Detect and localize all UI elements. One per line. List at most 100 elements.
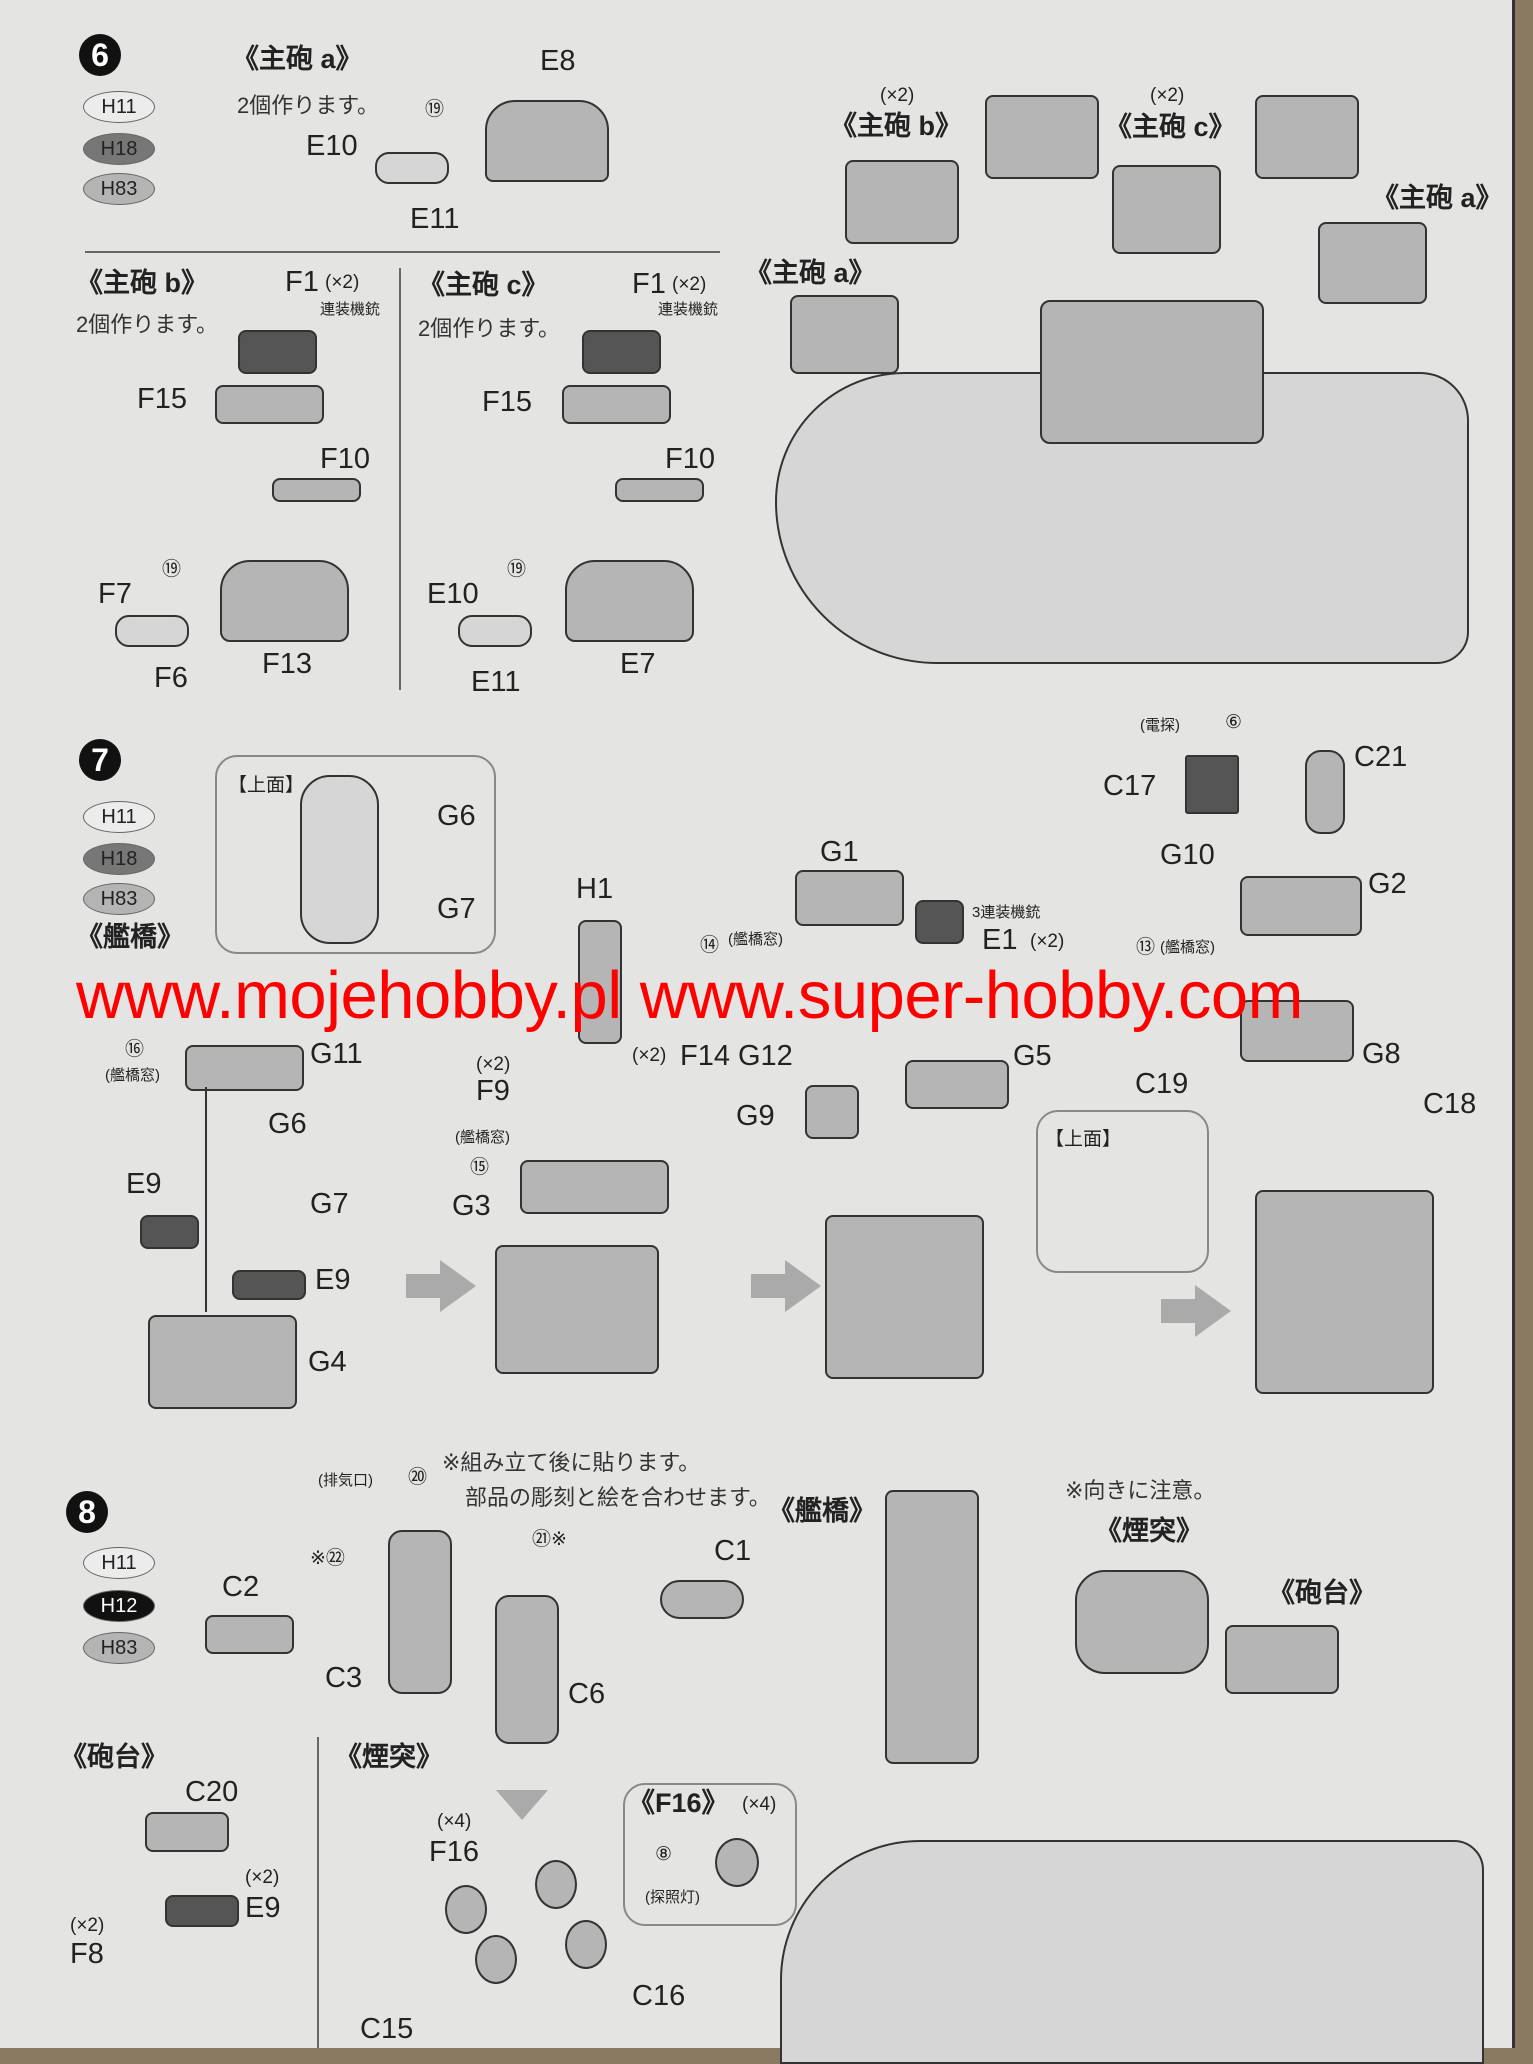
part-illustration bbox=[140, 1215, 199, 1249]
caution-note: ※向きに注意。 bbox=[1065, 1478, 1216, 1503]
superstructure-illustration bbox=[1040, 300, 1264, 444]
searchlight-desc: (探照灯) bbox=[645, 1889, 700, 1906]
part-label-e9: E9 bbox=[315, 1264, 351, 1296]
mount-label: 《砲台》 bbox=[1268, 1578, 1376, 1608]
battleship-hull-illustration bbox=[780, 1840, 1484, 2064]
part-desc: 連装機銃 bbox=[658, 301, 719, 318]
part-label-f1: F1 bbox=[285, 266, 319, 298]
part-label-f10: F10 bbox=[665, 443, 715, 475]
part-illustration bbox=[578, 920, 622, 1044]
searchlight-title: 《F16》 bbox=[628, 1788, 729, 1818]
part-illustration bbox=[205, 1615, 294, 1654]
turret-part-illustration bbox=[565, 560, 694, 642]
part-label-g7: G7 bbox=[437, 893, 476, 925]
gun-b-title: 《主砲 b》 bbox=[76, 268, 208, 298]
part-illustration bbox=[805, 1085, 859, 1139]
ship-label-gun-b: 《主砲 b》 bbox=[830, 111, 962, 141]
part-label-c19: C19 bbox=[1135, 1068, 1189, 1100]
part-illustration bbox=[562, 385, 671, 424]
part-label-g3: G3 bbox=[452, 1190, 491, 1222]
bridge-base-illustration bbox=[148, 1315, 297, 1409]
decal-number: ※㉒ bbox=[310, 1548, 345, 1569]
part-label-f14: F14 bbox=[680, 1040, 730, 1072]
gun-c-title: 《主砲 c》 bbox=[418, 270, 549, 300]
part-label-f16: F16 bbox=[429, 1836, 479, 1868]
bridge-window-label: (艦橋窓) bbox=[728, 931, 783, 948]
funnel-illustration bbox=[1075, 1570, 1209, 1674]
assembly-note: ※組み立て後に貼ります。 bbox=[442, 1450, 701, 1475]
searchlight-illustration bbox=[445, 1885, 487, 1934]
part-illustration bbox=[1240, 876, 1362, 936]
watermark-text: www.mojehobby.pl www.super-hobby.com bbox=[76, 958, 1304, 1033]
part-label-e9: E9 bbox=[245, 1892, 281, 1924]
radar-illustration bbox=[1185, 755, 1239, 814]
bridge-window-label: (艦橋窓) bbox=[455, 1129, 510, 1146]
gun-a-note: 2個作ります。 bbox=[237, 93, 380, 118]
decal-number: ⑮ bbox=[470, 1157, 490, 1178]
quantity: (×2) bbox=[632, 1045, 667, 1066]
turret-part-illustration bbox=[485, 100, 609, 182]
part-label-e1: E1 bbox=[982, 924, 1018, 956]
part-illustration bbox=[795, 870, 904, 926]
bridge-tower-illustration bbox=[885, 1490, 979, 1764]
ship-label-gun-a: 《主砲 a》 bbox=[745, 258, 876, 288]
bridge-assembly-illustration bbox=[495, 1245, 659, 1374]
quantity: (×2) bbox=[672, 274, 707, 295]
machine-gun-illustration bbox=[582, 330, 661, 374]
machine-gun-illustration bbox=[238, 330, 317, 374]
decal-number: ⑭ bbox=[700, 935, 720, 956]
next-arrow-icon bbox=[1161, 1285, 1231, 1337]
part-label-c17: C17 bbox=[1103, 770, 1157, 802]
bridge-window-label: (艦橋窓) bbox=[105, 1067, 160, 1084]
quantity: (×2) bbox=[70, 1915, 105, 1936]
part-label-e11: E11 bbox=[471, 666, 521, 698]
part-desc: 3連装機銃 bbox=[972, 904, 1041, 921]
part-label-f13: F13 bbox=[262, 648, 312, 680]
part-label-c16: C16 bbox=[632, 1980, 686, 2012]
searchlight-illustration bbox=[475, 1935, 517, 1984]
bridge-title: 《艦橋》 bbox=[76, 922, 184, 952]
searchlight-illustration bbox=[715, 1838, 759, 1887]
part-label-c21: C21 bbox=[1354, 741, 1408, 773]
part-label-c1: C1 bbox=[714, 1535, 752, 1567]
quantity: (×2) bbox=[325, 272, 360, 293]
turret-illustration bbox=[985, 95, 1099, 179]
turret-illustration bbox=[1255, 95, 1359, 179]
divider bbox=[399, 268, 401, 690]
part-label-e10: E10 bbox=[306, 130, 358, 162]
searchlight-inset bbox=[623, 1783, 797, 1926]
paint-chip: H83 bbox=[83, 883, 155, 915]
part-label-g6: G6 bbox=[437, 800, 476, 832]
part-label-e9: E9 bbox=[126, 1168, 162, 1200]
funnel-title: 《煙突》 bbox=[335, 1742, 443, 1772]
bridge-window-label: (艦橋窓) bbox=[1160, 939, 1215, 956]
exhaust-label: (排気口) bbox=[318, 1472, 373, 1489]
part-label-g2: G2 bbox=[1368, 868, 1407, 900]
part-illustration bbox=[1305, 750, 1345, 834]
part-label-e10: E10 bbox=[427, 578, 479, 610]
ship-label-gun-c: 《主砲 c》 bbox=[1105, 112, 1236, 142]
quantity: (×2) bbox=[1030, 931, 1065, 952]
next-arrow-icon bbox=[406, 1260, 476, 1312]
part-label-g12: G12 bbox=[738, 1040, 793, 1072]
part-label-h1: H1 bbox=[576, 873, 614, 905]
part-label-c6: C6 bbox=[568, 1678, 606, 1710]
part-illustration bbox=[165, 1895, 239, 1927]
part-label-g6: G6 bbox=[268, 1108, 307, 1140]
part-label-g8: G8 bbox=[1362, 1038, 1401, 1070]
bridge-assembly-illustration bbox=[1255, 1190, 1434, 1394]
part-illustration bbox=[1240, 1000, 1354, 1062]
paint-chip: H83 bbox=[83, 1632, 155, 1664]
paint-chip: H11 bbox=[83, 1547, 155, 1579]
decal-number: ⑲ bbox=[162, 559, 182, 580]
decal-number: ⑳ bbox=[408, 1467, 428, 1488]
paint-chip: H11 bbox=[83, 91, 155, 123]
decal-number: ⑲ bbox=[425, 99, 445, 120]
funnel-half-illustration bbox=[388, 1530, 452, 1694]
top-view-illustration bbox=[300, 775, 379, 944]
part-label-f15: F15 bbox=[482, 386, 532, 418]
turret-illustration bbox=[1112, 165, 1221, 254]
part-label-e11: E11 bbox=[410, 203, 460, 235]
paint-chip: H83 bbox=[83, 173, 155, 205]
paint-chip: H18 bbox=[83, 843, 155, 875]
